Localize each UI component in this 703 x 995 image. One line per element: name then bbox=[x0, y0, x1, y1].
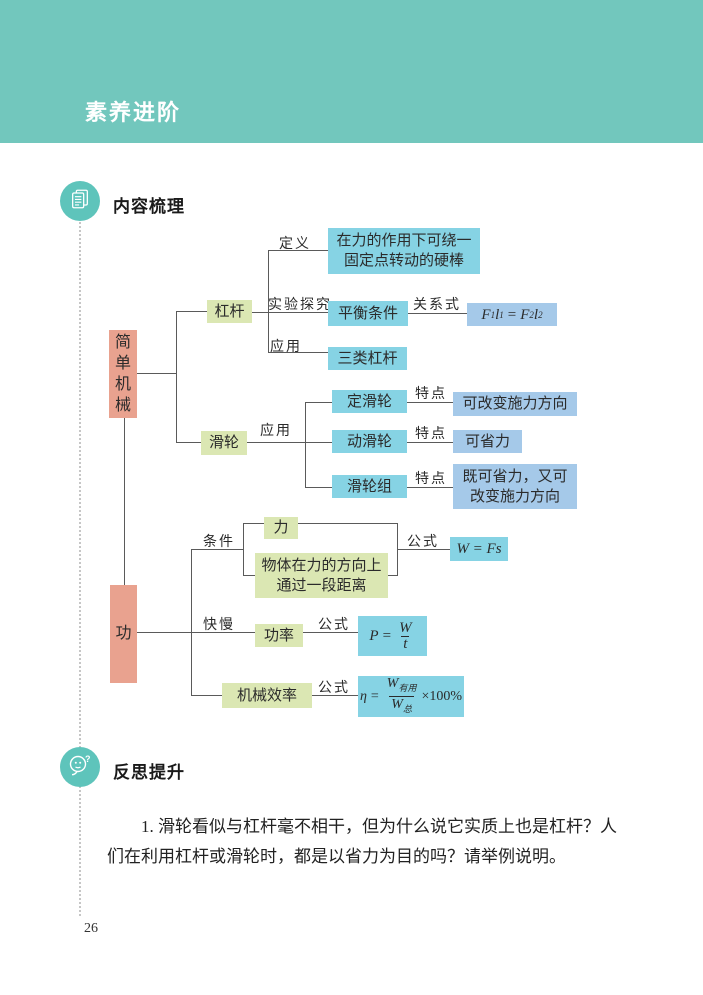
svg-text:?: ? bbox=[85, 754, 91, 764]
node-power: 功率 bbox=[255, 624, 303, 647]
connector bbox=[191, 549, 192, 696]
node-distance: 物体在力的方向上 通过一段距离 bbox=[255, 553, 388, 598]
node-three-levers: 三类杠杆 bbox=[328, 347, 407, 370]
node-fixed-feature: 可改变施力方向 bbox=[453, 392, 577, 416]
connector bbox=[176, 311, 207, 312]
label-application-pulley: 应用 bbox=[260, 424, 292, 439]
reflect-section-title: 反思提升 bbox=[113, 763, 185, 782]
dotted-guide-line bbox=[79, 222, 81, 916]
node-group-feature: 既可省力，又可 改变施力方向 bbox=[453, 464, 577, 509]
node-efficiency-formula: η = W有用 W总 ×100% bbox=[358, 676, 464, 717]
label-feature-group: 特点 bbox=[415, 472, 447, 487]
connector bbox=[247, 442, 332, 443]
bracket bbox=[243, 523, 244, 576]
node-movable-feature: 可省力 bbox=[453, 430, 522, 453]
content-section-icon bbox=[60, 181, 100, 221]
reflection-line-1: 1. 滑轮看似与杠杆毫不相干，但为什么说它实质上也是杠杆？人 bbox=[141, 817, 617, 836]
reflection-question: 1. 滑轮看似与杠杆毫不相干，但为什么说它实质上也是杠杆？人 们在利用杠杆或滑轮… bbox=[107, 812, 623, 872]
label-formula-efficiency: 公式 bbox=[318, 681, 350, 696]
connector bbox=[407, 442, 453, 443]
label-formula-power: 公式 bbox=[318, 618, 350, 633]
connector bbox=[137, 632, 191, 633]
bracket bbox=[243, 523, 397, 524]
connector bbox=[397, 549, 450, 550]
label-feature-movable: 特点 bbox=[415, 427, 447, 442]
connector bbox=[312, 695, 358, 696]
node-lever-definition: 在力的作用下可绕一 固定点转动的硬棒 bbox=[328, 228, 480, 274]
connector bbox=[176, 442, 201, 443]
node-pulley-group: 滑轮组 bbox=[332, 475, 407, 498]
label-definition: 定义 bbox=[279, 237, 311, 252]
label-application-lever: 应用 bbox=[270, 340, 302, 355]
page-number: 26 bbox=[84, 921, 98, 936]
connector bbox=[252, 312, 328, 313]
node-power-formula: P = W t bbox=[358, 616, 427, 656]
label-relation: 关系式 bbox=[413, 298, 461, 313]
connector bbox=[137, 373, 176, 374]
node-force: 力 bbox=[264, 517, 298, 539]
connector bbox=[407, 402, 453, 403]
connector bbox=[268, 352, 328, 353]
connector bbox=[191, 549, 243, 550]
banner: 素养进阶 bbox=[0, 0, 703, 143]
connector bbox=[124, 418, 125, 585]
connector bbox=[305, 402, 332, 403]
label-speed: 快慢 bbox=[203, 618, 235, 633]
thinking-face-icon: ? bbox=[67, 752, 93, 783]
node-balance-condition: 平衡条件 bbox=[328, 301, 408, 326]
document-pages-icon bbox=[69, 188, 91, 215]
node-work: 功 bbox=[110, 585, 137, 683]
label-feature-fixed: 特点 bbox=[415, 387, 447, 402]
content-section-title: 内容梳理 bbox=[113, 197, 185, 216]
connector bbox=[303, 632, 358, 633]
label-formula-work: 公式 bbox=[407, 535, 439, 550]
label-experiment: 实验探究 bbox=[268, 298, 332, 313]
connector bbox=[176, 311, 177, 443]
connector bbox=[268, 250, 269, 353]
connector bbox=[268, 250, 328, 251]
connector bbox=[407, 487, 453, 488]
reflection-line-2: 们在利用杠杆或滑轮时，都是以省力为目的吗？请举例说明。 bbox=[107, 847, 566, 866]
node-fixed-pulley: 定滑轮 bbox=[332, 390, 407, 413]
connector bbox=[191, 695, 222, 696]
connector bbox=[305, 487, 332, 488]
node-efficiency: 机械效率 bbox=[222, 683, 312, 708]
connector bbox=[408, 313, 467, 314]
reflect-section-icon: ? bbox=[60, 747, 100, 787]
connector bbox=[305, 402, 306, 488]
node-work-formula: W = Fs bbox=[450, 537, 508, 561]
node-pulley: 滑轮 bbox=[201, 431, 247, 455]
node-movable-pulley: 动滑轮 bbox=[332, 430, 407, 453]
banner-title: 素养进阶 bbox=[85, 100, 182, 125]
node-lever: 杠杆 bbox=[207, 300, 252, 323]
node-simple-machines: 简单机械 bbox=[109, 330, 137, 418]
connector bbox=[191, 632, 255, 633]
label-condition: 条件 bbox=[203, 535, 235, 550]
